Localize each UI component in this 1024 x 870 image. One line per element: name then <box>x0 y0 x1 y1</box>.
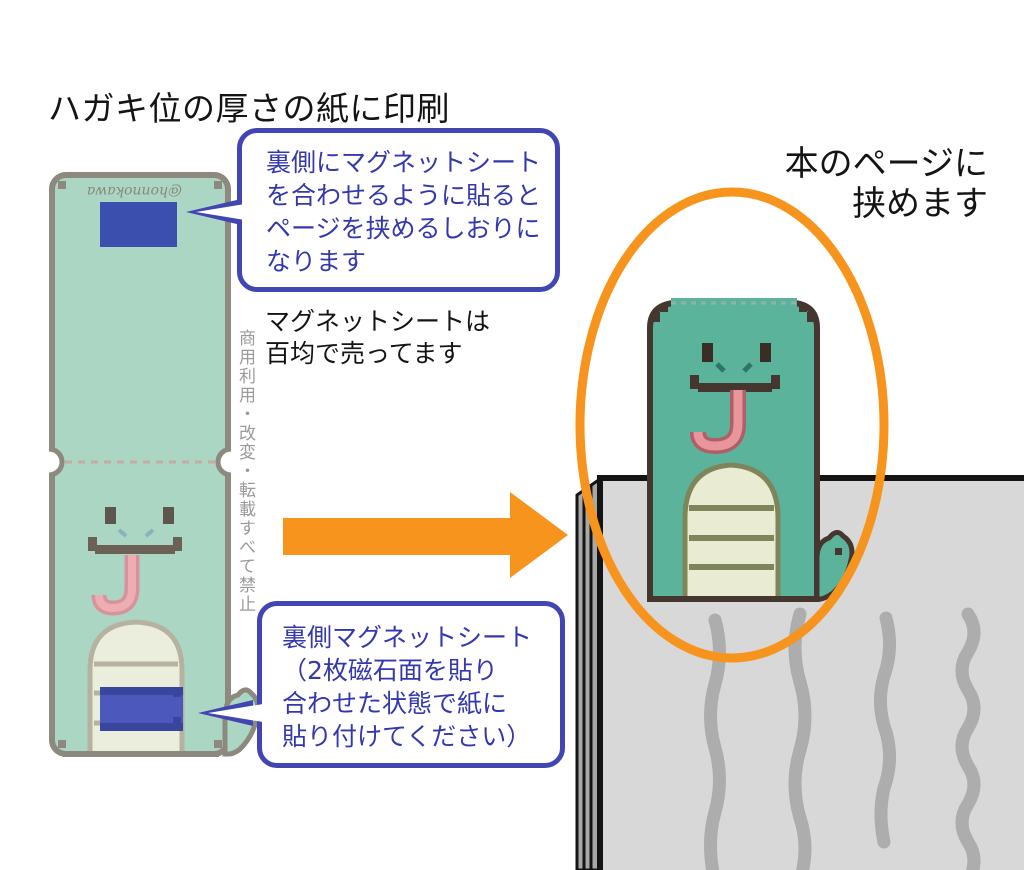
tongue <box>693 390 743 451</box>
magnet-area-top <box>100 202 177 247</box>
highlight-ellipse <box>575 187 889 663</box>
cheek-mark <box>144 528 155 538</box>
bubble-bottom-line-1: 裏側マグネットシート <box>282 623 533 652</box>
fold-notches <box>49 446 231 478</box>
note-line-1: マグネットシートは <box>265 307 491 336</box>
snake-corner-pixels <box>652 304 815 322</box>
result-caption: 本のページに 挟めます <box>756 144 988 224</box>
smile-mouth <box>690 375 780 392</box>
page-title: ハガキ位の厚さの紙に印刷 <box>48 89 450 128</box>
note-text: マグネットシートは 百均で売ってます <box>265 306 490 370</box>
bubble-bottom-line-3: 合わせた状態で紙に <box>282 689 508 718</box>
snake-tail-pixel <box>835 548 842 555</box>
bubble-top-tail-fill <box>196 203 251 221</box>
bubble-top-line-2: を合わせるように貼ると <box>266 181 542 210</box>
bookmark-snake <box>647 298 855 602</box>
right-eye <box>163 507 174 524</box>
bubble-bottom-line-2: （2枚磁石面を貼り <box>282 656 498 685</box>
bubble-top-line-1: 裏側にマグネットシート <box>266 148 542 177</box>
right-arrow-icon <box>283 492 568 578</box>
instruction-bubble-bottom: 裏側マグネットシート （2枚磁石面を貼り 合わせた状態で紙に 貼り付けてください… <box>257 601 565 768</box>
print-template <box>49 172 261 757</box>
snake-belly-stripes <box>689 505 774 570</box>
template-snake-face <box>88 507 182 616</box>
tongue <box>95 555 136 613</box>
bubble-bottom-line-4: 貼り付けてください） <box>282 722 532 751</box>
instruction-bubble-top: 裏側にマグネットシート を合わせるように貼ると ページを挟めるしおりに なります <box>237 128 560 292</box>
bubble-top-line-3: ページを挟めるしおりに <box>266 214 541 243</box>
snake-outline <box>647 300 820 602</box>
snake-face <box>690 343 780 455</box>
right-eye <box>760 343 771 362</box>
bubble-bottom-tail-fill <box>208 704 263 722</box>
license-text-vertical: 商用利用・改変・転載すべて禁止 <box>235 329 255 614</box>
snake-tail <box>814 530 855 602</box>
template-corner-pixels <box>58 181 222 748</box>
book-text-squiggles <box>704 607 981 870</box>
note-line-2: 百均で売ってます <box>265 339 463 368</box>
cheek-mark <box>742 362 753 373</box>
smile-mouth <box>88 537 182 554</box>
result-caption-line-1: 本のページに <box>784 144 988 184</box>
magnet-area-bottom <box>100 687 183 731</box>
cheek-mark <box>715 362 726 373</box>
left-eye <box>105 507 116 524</box>
credit-text: @honnokawa <box>86 183 182 199</box>
snake-belly <box>682 462 781 602</box>
result-caption-line-2: 挟めます <box>852 184 988 224</box>
bubble-top-line-4: なります <box>266 247 367 276</box>
left-eye <box>702 343 713 362</box>
cheek-mark <box>117 528 128 538</box>
